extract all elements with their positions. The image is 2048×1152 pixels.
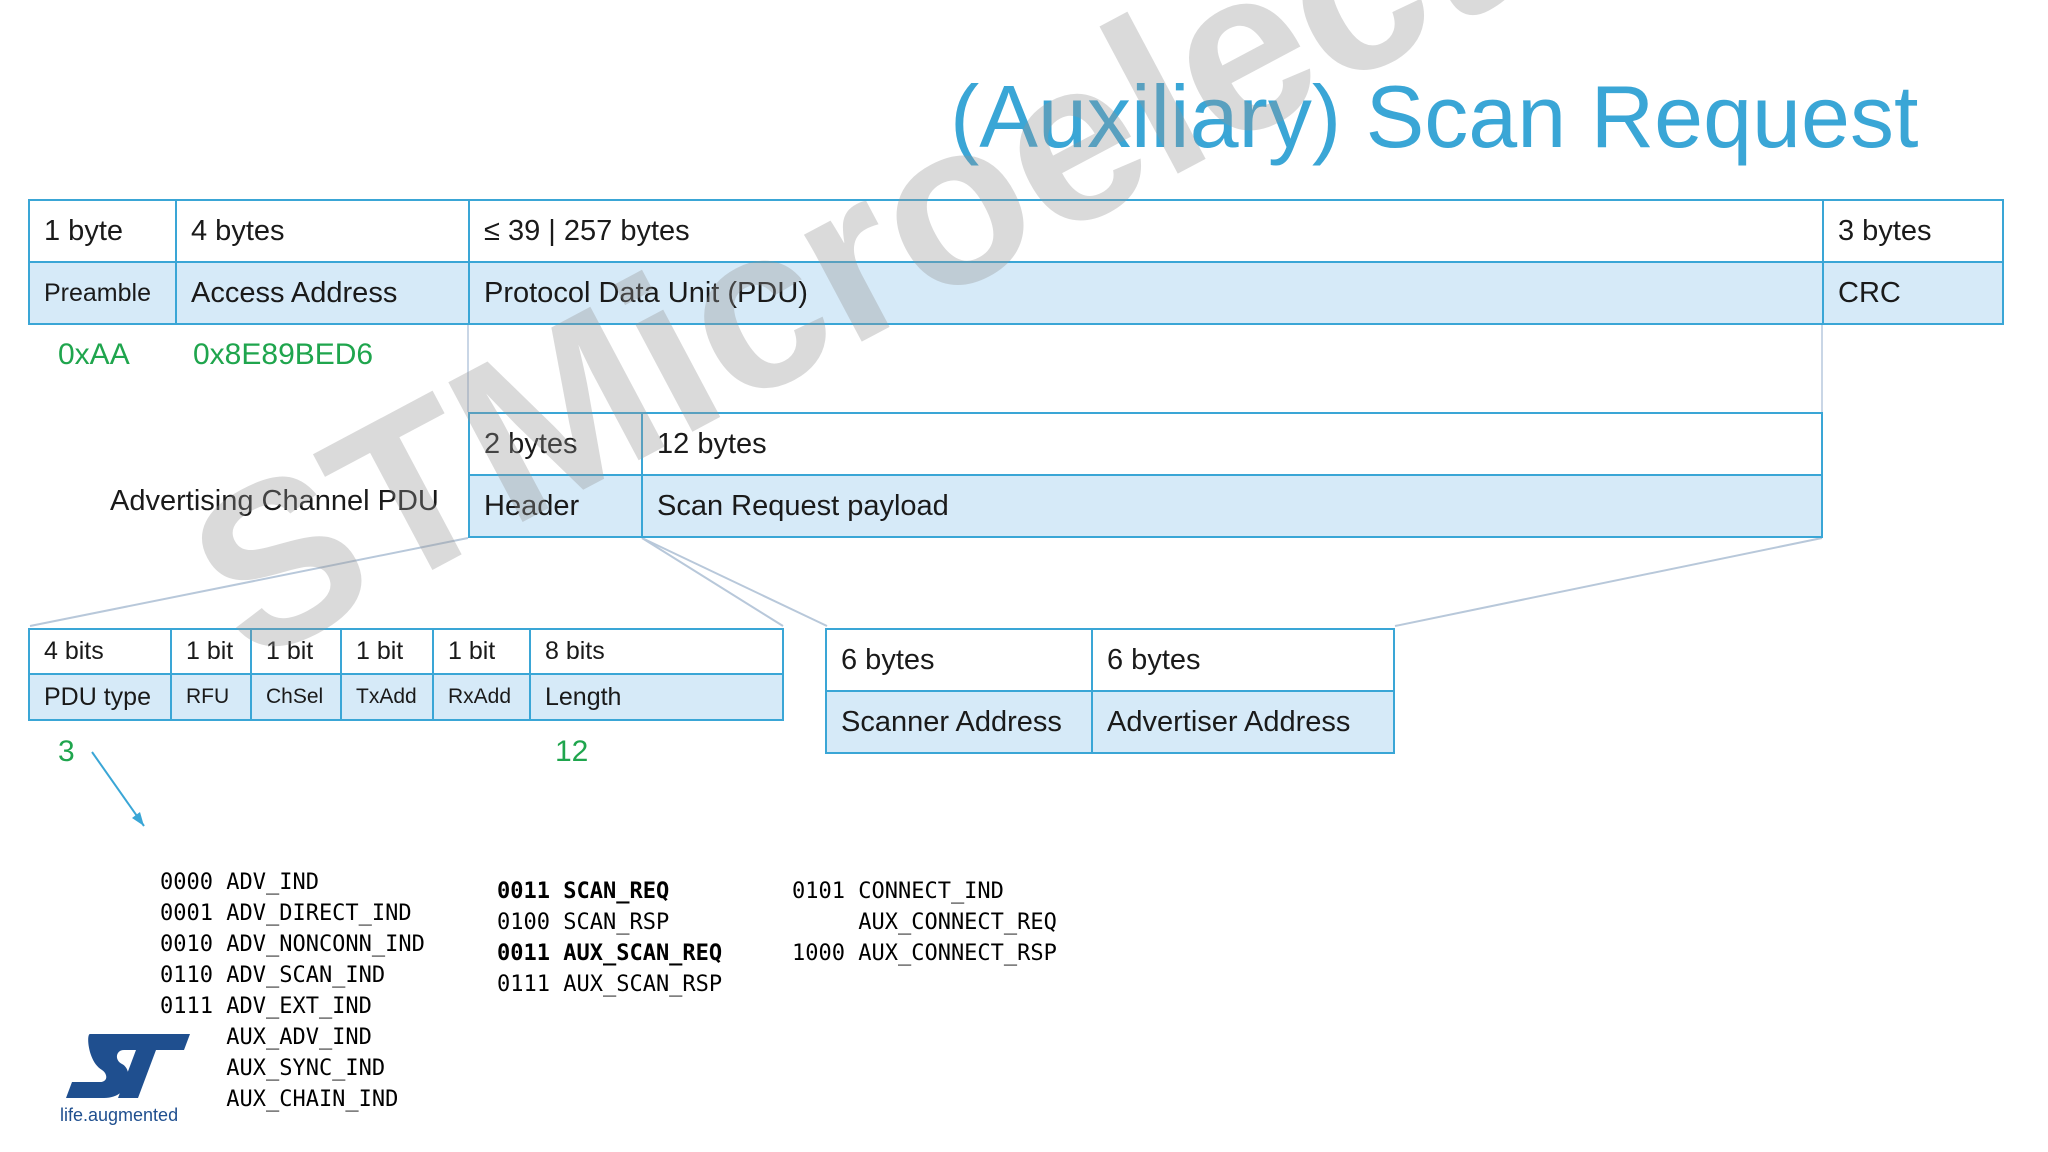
st-logo-icon (66, 1034, 190, 1098)
field-rfu: RFU (170, 673, 252, 721)
field-preamble: Preamble (28, 261, 177, 325)
value-access-address: 0x8E89BED6 (193, 338, 374, 371)
size-scanner-address: 6 bytes (825, 628, 1093, 692)
size-access-address: 4 bytes (175, 199, 470, 263)
code-line: AUX_SYNC_IND (160, 1056, 386, 1081)
code-line: 0001 ADV_DIRECT_IND (160, 901, 412, 926)
field-crc: CRC (1822, 261, 2004, 325)
field-advertiser-address: Advertiser Address (1091, 690, 1395, 754)
logo-tagline: life.augmented (60, 1105, 179, 1125)
field-txadd: TxAdd (340, 673, 434, 721)
pdu-type-list-adv: 0000 ADV_IND 0001 ADV_DIRECT_IND 0010 ADV_… (160, 836, 425, 1146)
size-payload: 12 bytes (641, 412, 1823, 476)
code-line-aux-scan-req: 0011 AUX_SCAN_REQ (497, 941, 723, 966)
size-preamble: 1 byte (28, 199, 177, 263)
size-crc: 3 bytes (1822, 199, 2004, 263)
field-pdu: Protocol Data Unit (PDU) (468, 261, 1824, 325)
code-line: 0000 ADV_IND (160, 870, 319, 895)
value-preamble: 0xAA (58, 338, 130, 371)
size-rfu: 1 bit (170, 628, 252, 675)
code-line: 1000 AUX_CONNECT_RSP (792, 941, 1057, 966)
field-rxadd: RxAdd (432, 673, 531, 721)
code-line-scan-req: 0011 SCAN_REQ (497, 879, 670, 904)
code-line: 0101 CONNECT_IND (792, 879, 1004, 904)
field-payload: Scan Request payload (641, 474, 1823, 538)
pdu-label: Advertising Channel PDU (110, 485, 439, 517)
code-line: 0010 ADV_NONCONN_IND (160, 932, 425, 957)
code-line: AUX_CHAIN_IND (160, 1087, 399, 1112)
code-line: 0100 SCAN_RSP (497, 910, 670, 935)
pdu-type-list-connect: 0101 CONNECT_IND AUX_CONNECT_REQ 1000 AUX… (792, 845, 1057, 1000)
size-pdu-type: 4 bits (28, 628, 172, 675)
slide-title: (Auxiliary) Scan Request (950, 67, 1919, 166)
field-pdu-type: PDU type (28, 673, 172, 721)
size-rxadd: 1 bit (432, 628, 531, 675)
size-advertiser-address: 6 bytes (1091, 628, 1395, 692)
field-chsel: ChSel (250, 673, 342, 721)
field-length: Length (529, 673, 784, 721)
size-pdu: ≤ 39 | 257 bytes (468, 199, 1824, 263)
size-header: 2 bytes (468, 412, 643, 476)
st-logo: life.augmented (60, 1028, 200, 1126)
code-line: 0111 ADV_EXT_IND (160, 994, 372, 1019)
code-line: 0111 AUX_SCAN_RSP (497, 972, 723, 997)
code-line: AUX_ADV_IND (160, 1025, 372, 1050)
field-scanner-address: Scanner Address (825, 690, 1093, 754)
pdu-type-list-scan: 0011 SCAN_REQ 0100 SCAN_RSP 0011 AUX_SCAN_… (497, 845, 722, 1031)
field-access-address: Access Address (175, 261, 470, 325)
value-pdu-type: 3 (58, 735, 75, 768)
value-length: 12 (555, 735, 589, 768)
code-line: AUX_CONNECT_REQ (792, 910, 1057, 935)
size-chsel: 1 bit (250, 628, 342, 675)
size-length: 8 bits (529, 628, 784, 675)
field-header: Header (468, 474, 643, 538)
size-txadd: 1 bit (340, 628, 434, 675)
code-line: 0110 ADV_SCAN_IND (160, 963, 386, 988)
